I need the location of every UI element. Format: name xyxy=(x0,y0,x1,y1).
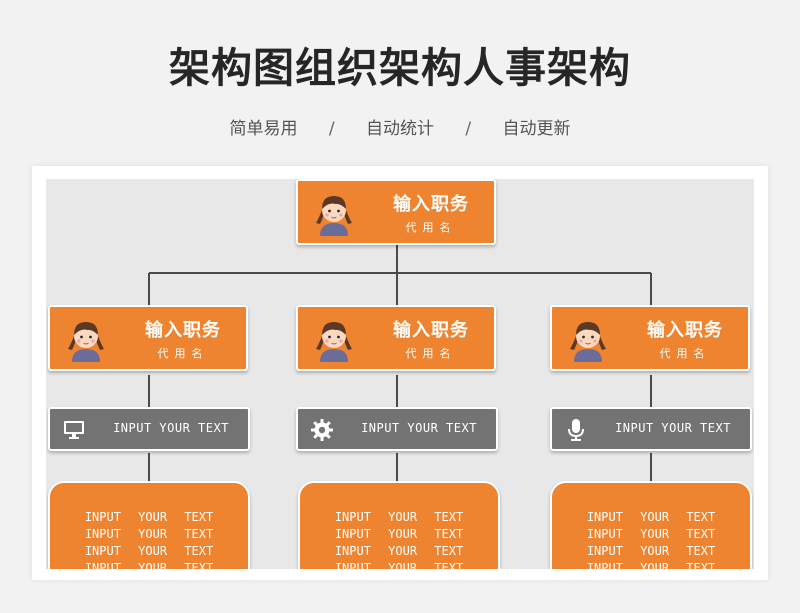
info-bar-middle[interactable]: INPUT YOUR TEXT xyxy=(296,407,498,451)
panel-line: INPUT YOUR TEXT xyxy=(586,544,716,558)
job-title: 输入职务 xyxy=(393,194,469,215)
microphone-icon xyxy=(568,419,584,441)
org-chart-canvas: 输入职务 代用名 输入职务 代用名 xyxy=(46,179,754,569)
job-title: 输入职务 xyxy=(393,320,469,341)
text-panel-middle[interactable]: INPUT YOUR TEXT INPUT YOUR TEXT INPUT YO… xyxy=(298,481,500,569)
bar-text: INPUT YOUR TEXT xyxy=(615,421,731,435)
subtitle-separator: / xyxy=(465,119,472,139)
person-name: 代用名 xyxy=(659,347,711,360)
person-name: 代用名 xyxy=(405,221,457,234)
org-card-right[interactable]: 输入职务 代用名 xyxy=(550,305,750,371)
info-bar-right[interactable]: INPUT YOUR TEXT xyxy=(550,407,752,451)
monitor-icon xyxy=(64,421,84,439)
bar-text: INPUT YOUR TEXT xyxy=(361,421,477,435)
text-panel-left[interactable]: INPUT YOUR TEXT INPUT YOUR TEXT INPUT YO… xyxy=(48,481,250,569)
panel-line: INPUT YOUR TEXT xyxy=(84,527,214,541)
avatar-girl-icon xyxy=(570,322,606,362)
panel-line: INPUT YOUR TEXT xyxy=(84,510,214,524)
org-card-middle[interactable]: 输入职务 代用名 xyxy=(296,305,496,371)
panel-line: INPUT YOUR TEXT xyxy=(586,527,716,541)
info-bar-left[interactable]: INPUT YOUR TEXT xyxy=(48,407,250,451)
panel-line: INPUT YOUR TEXT xyxy=(334,544,464,558)
panel-line: INPUT YOUR TEXT xyxy=(84,561,214,569)
panel-line: INPUT YOUR TEXT xyxy=(334,527,464,541)
job-title: 输入职务 xyxy=(145,320,221,341)
connector-lines xyxy=(148,245,652,481)
subtitle-item-easy: 简单易用 xyxy=(229,119,298,139)
gear-icon xyxy=(311,419,333,441)
subtitle-item-auto-stats: 自动统计 xyxy=(366,119,434,139)
panel-line: INPUT YOUR TEXT xyxy=(586,510,716,524)
org-card-left[interactable]: 输入职务 代用名 xyxy=(48,305,248,371)
panel-line: INPUT YOUR TEXT xyxy=(334,510,464,524)
panel-line: INPUT YOUR TEXT xyxy=(586,561,716,569)
org-card-top[interactable]: 输入职务 代用名 xyxy=(296,179,496,245)
panel-line: INPUT YOUR TEXT xyxy=(334,561,464,569)
avatar-girl-icon xyxy=(68,322,104,362)
subtitle-separator: / xyxy=(328,119,335,139)
avatar-girl-icon xyxy=(316,322,352,362)
panel-line: INPUT YOUR TEXT xyxy=(84,544,214,558)
page-title: 架构图组织架构人事架构 xyxy=(169,44,631,92)
subtitle-item-auto-update: 自动更新 xyxy=(502,119,571,139)
person-name: 代用名 xyxy=(157,347,209,360)
text-panel-right[interactable]: INPUT YOUR TEXT INPUT YOUR TEXT INPUT YO… xyxy=(550,481,752,569)
subtitle: 简单易用 / 自动统计 / 自动更新 xyxy=(0,114,800,139)
avatar-girl-icon xyxy=(316,196,352,236)
job-title: 输入职务 xyxy=(647,320,723,341)
person-name: 代用名 xyxy=(405,347,457,360)
bar-text: INPUT YOUR TEXT xyxy=(113,421,229,435)
